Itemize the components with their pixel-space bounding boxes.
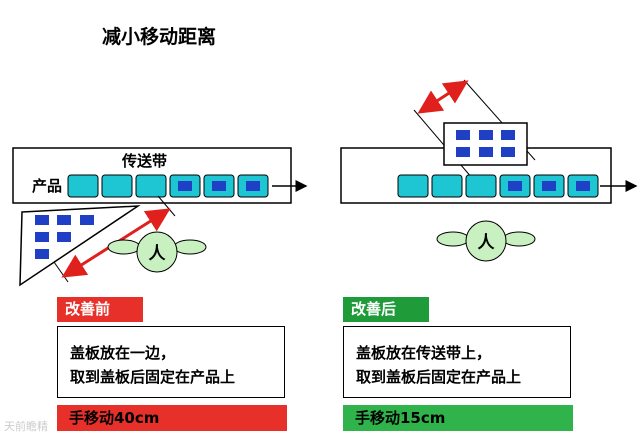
- distance-arrow-after: [417, 80, 469, 114]
- cover-piece: [479, 130, 493, 140]
- cover-piece: [35, 249, 49, 259]
- product-cover: [178, 181, 192, 191]
- product-cover: [508, 181, 522, 191]
- operator-arm-right: [502, 231, 536, 247]
- reach-line-before-2: [53, 261, 69, 283]
- after-tag: 改善后: [343, 297, 429, 322]
- after-distance: 手移动15cm: [343, 405, 573, 431]
- after-description: 盖板放在传送带上， 取到盖板后固定在产品上: [343, 326, 571, 398]
- before-description-line2: 取到盖板后固定在产品上: [70, 368, 236, 386]
- watermark: 天前瞻精: [4, 420, 48, 433]
- products-before: [67, 174, 269, 198]
- product-unit: [67, 174, 99, 198]
- cover-piece: [456, 130, 470, 140]
- conveyor-label: 传送带: [122, 152, 168, 170]
- product-unit: [135, 174, 167, 198]
- cover-piece: [501, 130, 515, 140]
- before-description-line1: 盖板放在一边，: [70, 344, 176, 362]
- cover-piece: [456, 147, 470, 157]
- operator-arm-left: [107, 239, 141, 255]
- operator-after: 人: [436, 220, 536, 262]
- cover-piece: [479, 147, 493, 157]
- product-cover: [212, 181, 226, 191]
- operator-arm-left: [436, 231, 470, 247]
- cover-piece: [501, 147, 515, 157]
- product-cover: [576, 181, 590, 191]
- product-unit: [431, 174, 463, 198]
- product-unit: [397, 174, 429, 198]
- product-unit: [465, 174, 497, 198]
- before-tag: 改善前: [57, 297, 143, 322]
- product-cover: [246, 181, 260, 191]
- cover-piece: [80, 215, 94, 225]
- cover-piece: [57, 232, 71, 242]
- products-after: [397, 174, 599, 198]
- cover-piece: [57, 215, 71, 225]
- operator-head: [136, 231, 178, 273]
- cover-piece: [35, 215, 49, 225]
- before-distance: 手移动40cm: [57, 405, 287, 431]
- after-description-line1: 盖板放在传送带上，: [356, 344, 492, 362]
- operator-label: 人: [478, 233, 496, 253]
- after-description-line2: 取到盖板后固定在产品上: [356, 368, 522, 386]
- reach-line-before: [157, 195, 176, 217]
- page-title: 减小移动距离: [102, 26, 217, 48]
- operator-arm-right: [173, 239, 207, 255]
- product-label: 产品: [32, 177, 63, 195]
- cover-tray-on-conveyor: [443, 122, 528, 166]
- covers-on-conveyor: [456, 130, 515, 157]
- operator-before: 人: [107, 231, 207, 273]
- product-unit: [101, 174, 133, 198]
- before-description: 盖板放在一边， 取到盖板后固定在产品上: [57, 326, 285, 398]
- operator-label: 人: [149, 244, 167, 264]
- operator-head: [465, 220, 507, 262]
- product-cover: [542, 181, 556, 191]
- cover-piece: [35, 232, 49, 242]
